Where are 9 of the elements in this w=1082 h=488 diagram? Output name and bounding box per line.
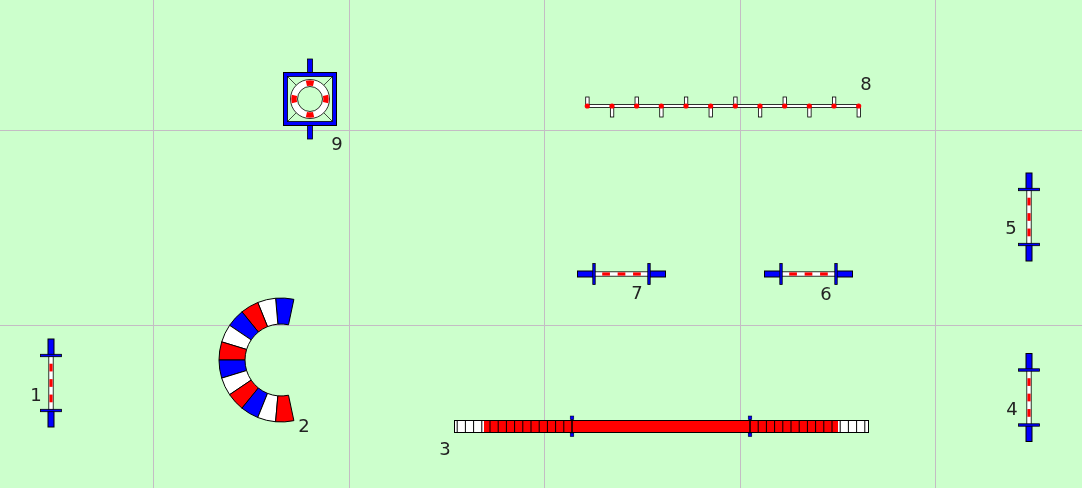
callout-number: 3 (439, 440, 451, 458)
callout-number: 5 (1005, 219, 1017, 237)
callout-number: 4 (1006, 400, 1018, 418)
callout-number: 7 (631, 284, 643, 302)
callout-number: 1 (30, 386, 42, 404)
callout-number: 2 (298, 417, 310, 435)
callout-number: 6 (820, 285, 832, 303)
callout-number: 8 (860, 75, 872, 93)
callout-number: 9 (331, 135, 343, 153)
